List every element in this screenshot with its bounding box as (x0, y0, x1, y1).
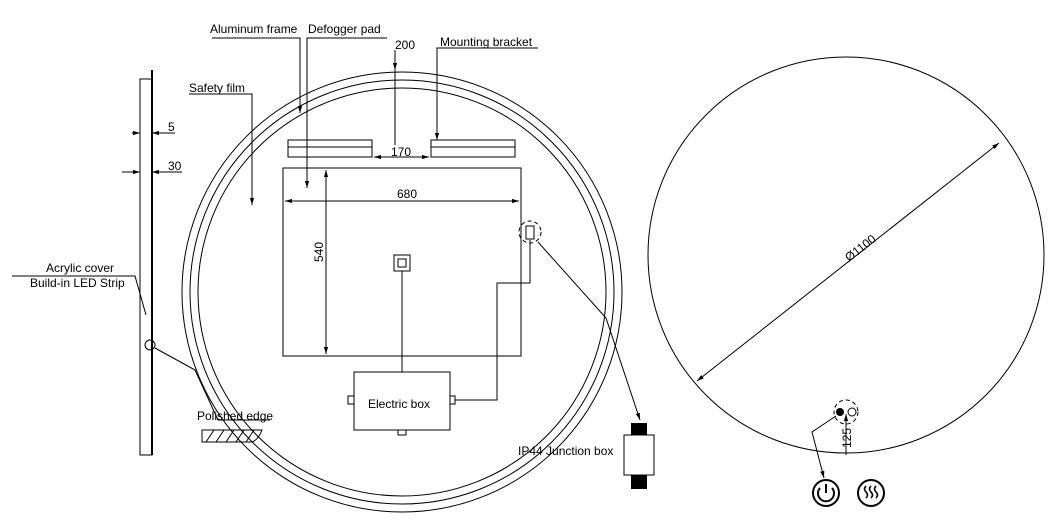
label-aluminum-frame: Aluminum frame (210, 22, 298, 36)
mounting-bracket-right (430, 139, 516, 158)
led-detail-marker (144, 339, 156, 351)
dim-5: 5 (168, 120, 175, 134)
switch-module (393, 254, 411, 272)
dim-diameter: Ø1100 (842, 231, 879, 264)
touch-sensor-right (847, 407, 857, 417)
label-polished-edge: Polished edge (197, 409, 273, 423)
side-view: 5 30 Acrylic cover Build-in LED Strip Po… (12, 70, 273, 456)
side-profile (139, 78, 153, 456)
connector-detail-marker (518, 220, 542, 244)
junction-box-icon (623, 423, 655, 489)
label-defogger-pad: Defogger pad (308, 22, 381, 36)
label-junction-box: IP44 Junction box (518, 444, 613, 458)
label-mounting-bracket: Mounting bracket (440, 35, 533, 49)
label-acrylic-cover: Acrylic cover (46, 261, 114, 275)
label-led-strip: Build-in LED Strip (30, 276, 125, 290)
dim-680: 680 (397, 187, 417, 201)
heat-icon (857, 479, 885, 507)
power-icon (812, 479, 840, 507)
mounting-bracket-left (287, 139, 373, 158)
front-view: Ø1100 125 (647, 56, 1045, 507)
dim-30: 30 (168, 159, 182, 173)
back-view: Aluminum frame Defogger pad 200 Mounting… (181, 22, 655, 513)
dim-170: 170 (391, 145, 411, 159)
dim-200: 200 (395, 38, 415, 52)
outer-frame (181, 71, 623, 513)
label-safety-film: Safety film (189, 81, 245, 95)
dim-540: 540 (312, 242, 326, 262)
touch-sensor-left (836, 408, 844, 416)
dim-125: 125 (840, 428, 854, 448)
label-electric-box: Electric box (368, 397, 430, 411)
